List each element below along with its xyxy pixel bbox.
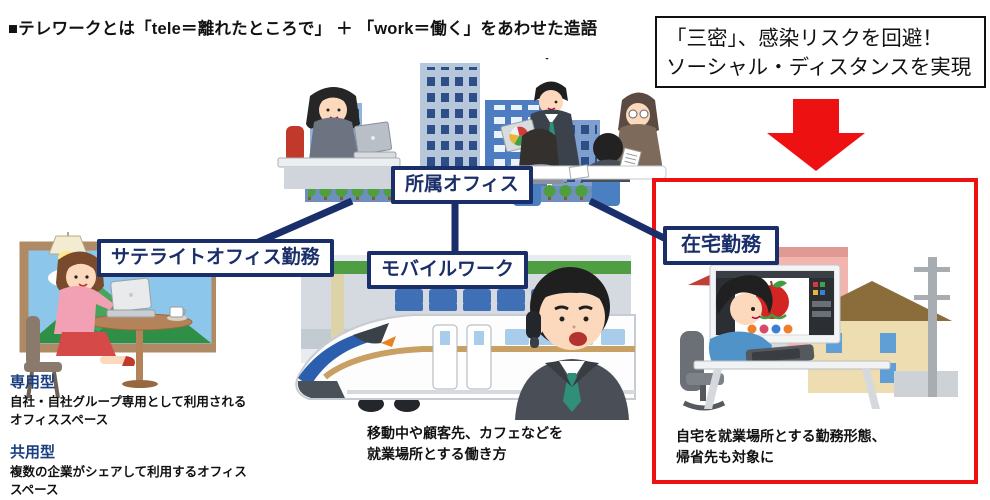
home-note-line-2: 帰省先も対象に [676,449,774,465]
mobile-note-line-2: 就業場所とする働き方 [367,446,507,462]
coffee-cup-icon [167,306,187,321]
office-worker-at-laptop [277,87,401,189]
laptop-icon [106,277,156,318]
businessman-earpiece [515,267,629,420]
remote-worker-woman [24,251,135,399]
satellite-office-notes: 専用型 自社・自社グループ専用として利用される オフィススペース 共用型 複数の… [10,372,247,499]
covid-callout-box: 「三密」、感染リスクを回避！ ソーシャル・ディスタンスを実現 [655,16,986,88]
shared-type-line-2: スペース [10,482,59,497]
home-worker-at-desk [680,275,891,411]
node-label-mobile-work: モバイルワーク [367,251,529,289]
node-label-satellite-office: サテライトオフィス勤務 [97,239,334,277]
dedicated-type-line-1: 自社・自社グループ専用として利用される [10,395,247,409]
office-meeting-group [500,58,667,206]
callout-line-2: ソーシャル・ディスタンスを実現 [666,56,972,80]
node-label-office: 所属オフィス [391,166,533,204]
shared-type-line-1: 複数の企業がシェアして利用するオフィス [10,465,247,479]
mobile-work-note: 移動中や顧客先、カフェなどを 就業場所とする働き方 [367,423,563,465]
red-down-arrow-icon [767,99,865,171]
home-work-note: 自宅を就業場所とする勤務形態、 帰省先も対象に [676,426,886,468]
mobile-note-line-1: 移動中や顧客先、カフェなどを [367,425,563,441]
dedicated-type-heading: 専用型 [10,374,56,391]
home-note-line-1: 自宅を就業場所とする勤務形態、 [676,428,886,444]
dedicated-type-line-2: オフィススペース [10,412,109,427]
page-title: ■テレワークとは「tele＝離れたところで」 ＋ 「work＝働く」をあわせた造… [8,20,598,38]
shared-type-heading: 共用型 [10,444,56,461]
callout-line-1: 「三密」、感染リスクを回避！ [666,27,943,50]
home-work-illustration [680,247,958,411]
node-label-home-work: 在宅勤務 [663,226,779,265]
